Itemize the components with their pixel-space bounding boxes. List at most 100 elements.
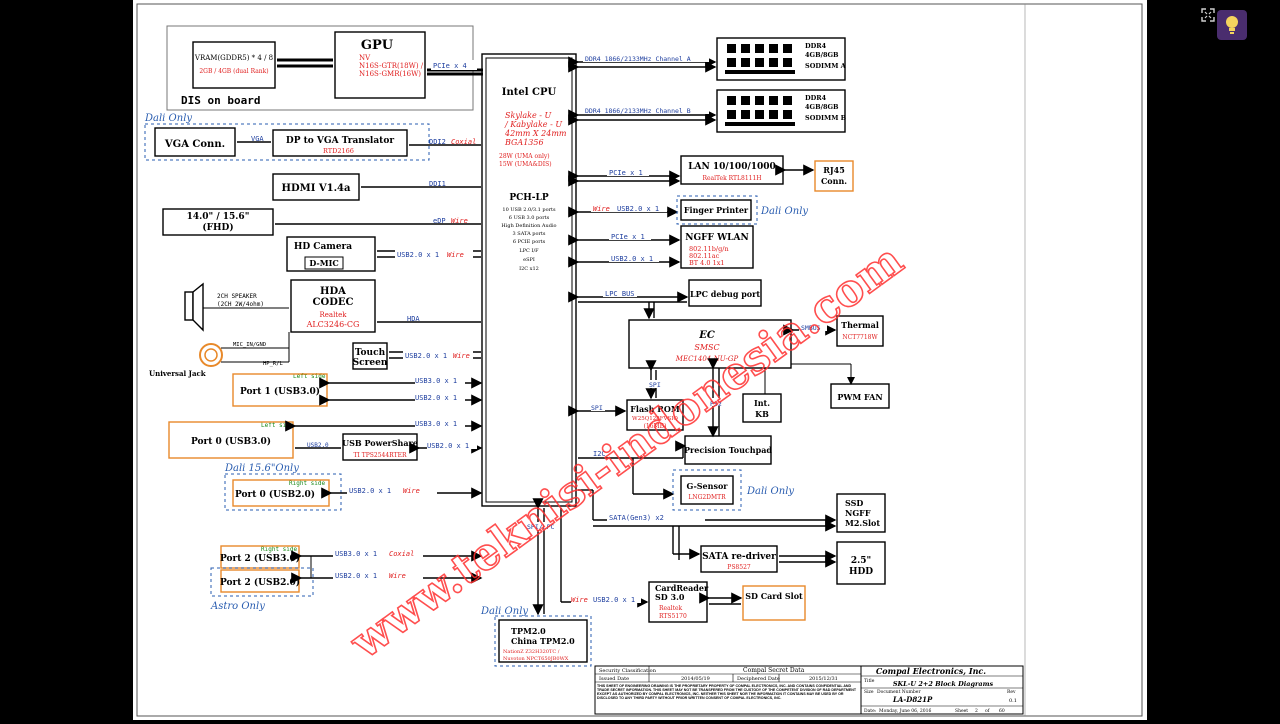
powershare-usb-label: USB2.0 x 1 [427,442,469,450]
ddi2-coxial: Coxial [451,138,476,146]
sata-redriver-chip: PS8527 [727,564,751,571]
sata-redriver-box [700,545,778,573]
dali-only-2: Dali Only [760,206,808,217]
mic-in-label: MIC_IN/GND [233,342,266,348]
gpu-line2: N16S-GTR(18W) / [359,62,424,70]
speaker-line2: (2CH 2W/4ohm) [217,301,264,308]
flash-rom-box [626,399,684,431]
dali-only-4: Dali Only [480,606,528,617]
security-label: Security Classification [599,668,657,674]
dp-vga-box [272,129,408,157]
cpu-line6: 15W (UMA&DIS) [499,161,552,168]
compal-secret-label: Compal Secret Data [743,667,805,674]
dali-only-3: Dali Only [746,486,794,497]
pwm-fan-box [830,383,890,409]
port1-usb30-label: USB3.0 x 1 [415,377,457,385]
wlan-line2: 802.11ac [689,252,720,260]
port0-usb2-label: Port 0 (USB2.0) [235,489,315,500]
ddr4-a-line1: DDR4 [805,42,827,50]
hda-label: HDA [407,315,420,323]
rev-value: 0.1 [1009,698,1017,704]
gsensor-box [680,475,734,505]
rj45-box [814,160,854,192]
speaker-line1: 2CH SPEAKER [217,293,257,300]
rj45-line2: Conn. [821,176,847,186]
cardreader-usb-label: USB2.0 x 1 [593,596,635,604]
watermark-text: www.teknisi-indonesia.com [341,235,913,670]
size-label: Size [864,689,874,695]
hdd-line2: HDD [849,567,873,577]
universal-jack-label: Universal Jack [149,369,206,378]
pch-item-6: eSPI [523,257,535,263]
pch-item-1: 6 USB 3.0 ports [509,215,550,221]
ssd-line2: NGFF [845,508,871,518]
flash-rom-title: Flash ROM [630,404,680,414]
date-label: Date: [864,708,877,714]
vga-conn-label: VGA Conn. [164,139,225,150]
cpu-line3: 42mm X 24mm [504,129,567,138]
port1-usb3-label: Port 1 (USB3.0) [240,386,320,397]
gsensor-title: G-Sensor [686,481,728,491]
expand-icon [1201,8,1215,22]
sd-card-slot-box [742,585,806,621]
port0-usb2-wire: Wire [403,487,420,495]
spi-label-2: SPI [591,404,603,412]
hdmi-label: HDMI V1.4a [282,183,352,194]
tpm-line1: TPM2.0 [511,626,546,636]
schematic-sheet: DIS on board VRAM(GDDR5) * 4 / 8 2GB / 4… [133,0,1147,720]
int-kb-line1: Int. [754,398,770,408]
block-diagram: DIS on board VRAM(GDDR5) * 4 / 8 2GB / 4… [136,3,1143,717]
panel-box [162,208,274,236]
cpu-title: Intel CPU [502,87,557,98]
i2c-label: I2C [593,450,606,458]
panel-line2: (FHD) [202,222,233,233]
lan-pcie-label: PCIe x 1 [609,169,643,177]
ddr4-a-line2: 4GB/8GB [805,51,839,59]
edp-label: eDP [433,217,446,225]
hd-camera-label: HD Camera [294,242,352,252]
tpm-line3: NationZ Z32H320TC / [503,649,560,655]
astro-only-label: Astro Only [210,601,265,612]
dp-vga-chip: RTD2166 [323,147,354,155]
gsensor-chip: LNG2DMTR [688,494,726,501]
title-label: Title [864,678,875,684]
flash-rom-chip: W25Q128FVSIQ [632,416,678,422]
sodimm-a-box [716,37,846,81]
port2-usb2-bus: USB2.0 x 1 [335,572,377,580]
hp-rl-label: HP_R/L [263,361,284,367]
tpm-line4: Nuvoton NPCT650JB0WX [503,656,569,662]
of-label: of [985,708,990,714]
port0-usb3-box [168,421,294,459]
ddi1-label: DDI1 [429,180,446,188]
flash-rom-size: (16MB) [644,423,667,430]
port2-usb3-coxial: Coxial [389,550,414,558]
touch-wire: Wire [453,352,470,360]
sheet-value: 2 [975,708,978,714]
vram-label: VRAM(GDDR5) * 4 / 8 [194,54,273,62]
spi-label-1: SPI [649,381,661,389]
doc-number-label: Document Number [877,689,921,695]
hdd-box [836,541,886,585]
port0-usb2-bus: USB2.0 x 1 [349,487,391,495]
cpu-line4: BGA1356 [504,138,544,147]
dali-only-1: Dali Only [144,113,192,124]
lpc-debug-box [688,279,762,307]
port0-usb3-label: Port 0 (USB3.0) [191,436,271,447]
vga-conn-box [154,127,236,157]
cpu-line5: 28W (UMA only) [499,153,550,160]
touch-usb-label: USB2.0 x 1 [405,352,447,360]
ddr4-b-line1: DDR4 [805,94,827,102]
touchpad-box [684,435,772,465]
cardreader-line4: RTS5170 [659,613,687,620]
expand-button[interactable] [1193,0,1223,30]
codec-line4: ALC3246-CG [306,320,360,329]
deciphered-value: 2015/12/31 [809,676,838,682]
cardreader-wire: Wire [571,596,588,604]
lpc-bus-label: LPC BUS [605,290,635,298]
touch-screen-box [352,342,388,370]
cpu-line1: Skylake - U [505,111,552,120]
codec-line2: CODEC [313,297,354,308]
wlan-title: NGFF WLAN [685,233,748,243]
finger-wire: Wire [593,205,610,213]
hint-button[interactable] [1217,10,1247,40]
